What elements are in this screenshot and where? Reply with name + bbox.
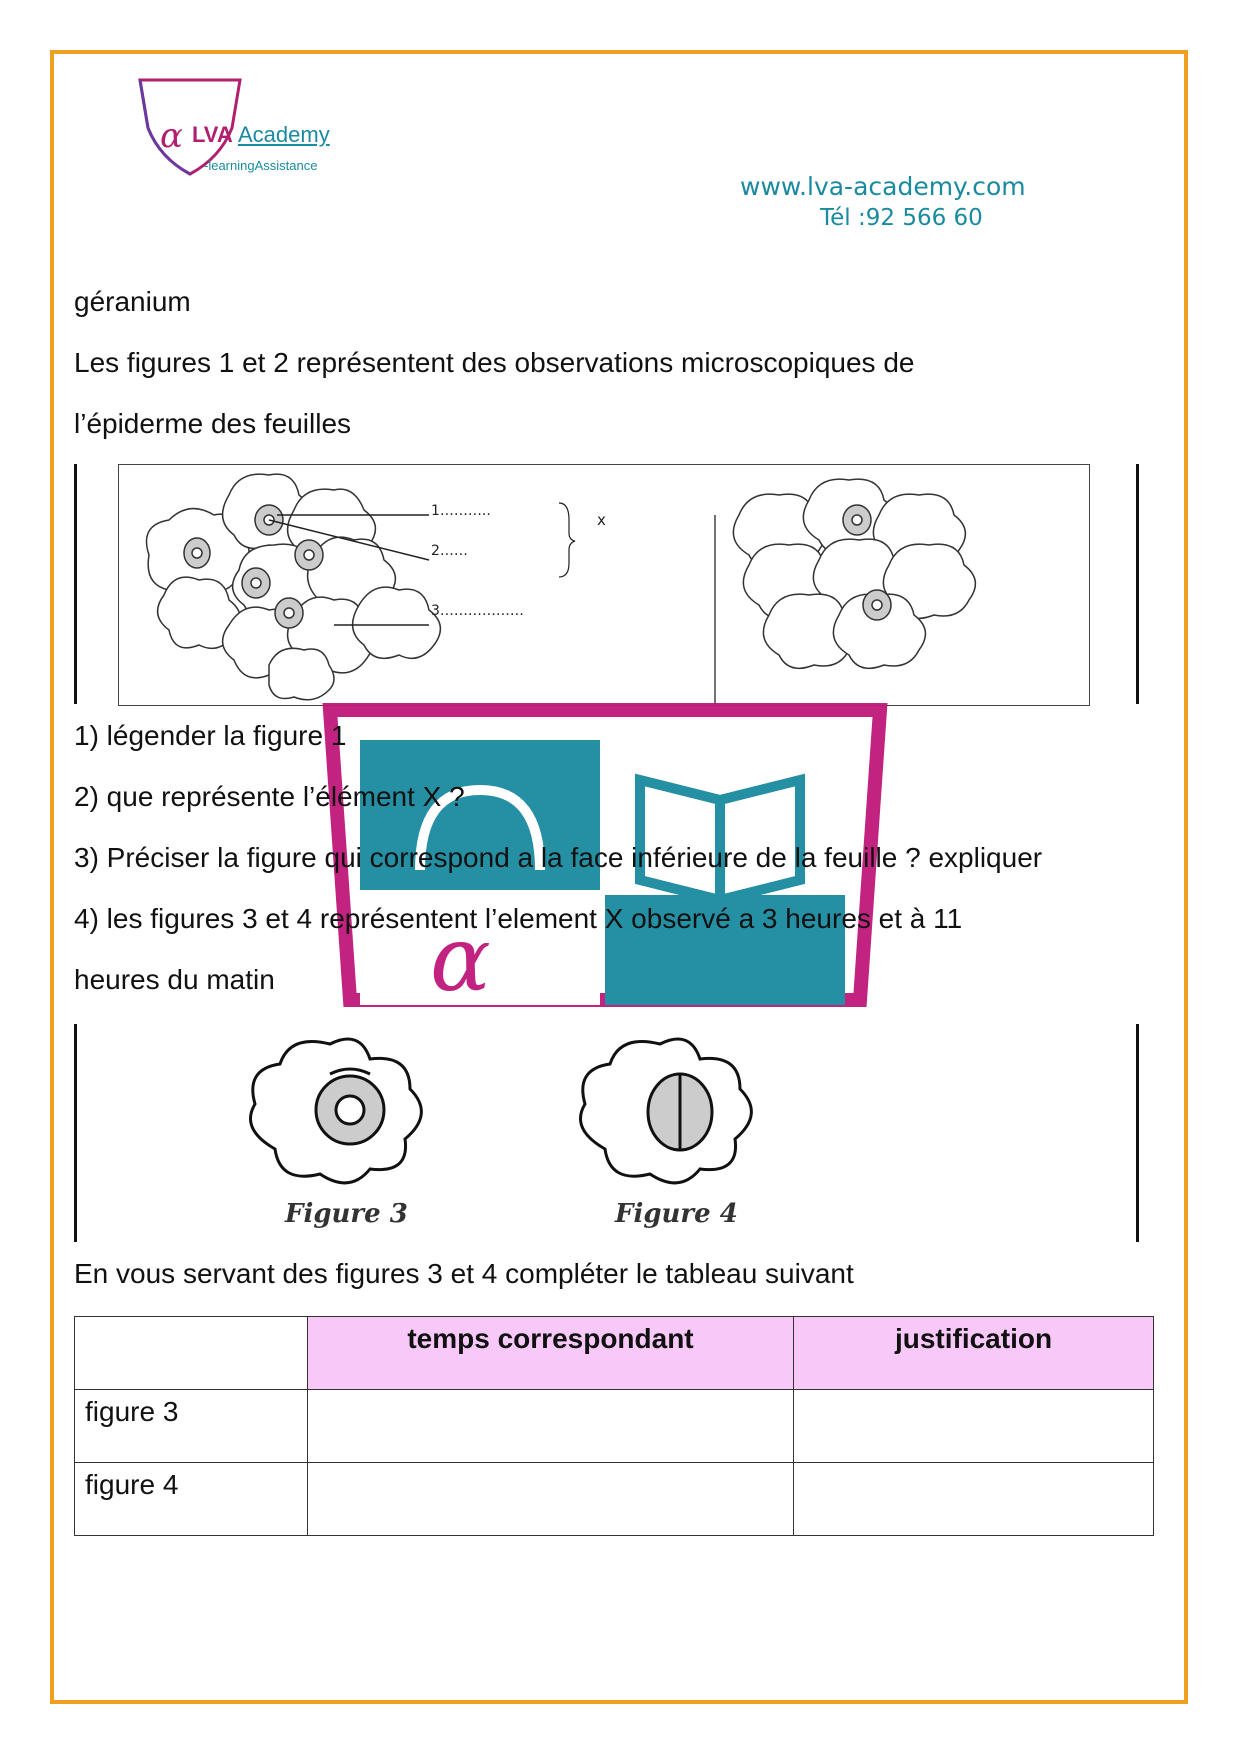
intro-line-2: Les figures 1 et 2 représentent des obse… bbox=[74, 347, 915, 378]
phone-number: Tél :92 566 60 bbox=[820, 205, 983, 231]
answer-cell-time[interactable] bbox=[307, 1462, 794, 1536]
table-instruction: En vous servant des figures 3 et 4 compl… bbox=[74, 1258, 854, 1289]
label-x: x bbox=[597, 511, 606, 529]
question-1: 1) légender la figure 1 bbox=[74, 720, 347, 751]
table-row: figure 3 bbox=[74, 1389, 1154, 1463]
lva-watermark: α bbox=[320, 700, 890, 1030]
figure-4-label: Figure 4 bbox=[614, 1199, 738, 1229]
right-border-bar-2 bbox=[1136, 1024, 1139, 1242]
table-header-empty bbox=[74, 1316, 308, 1390]
book-icon bbox=[635, 773, 805, 906]
table-row-label: figure 3 bbox=[74, 1389, 308, 1463]
label-1: 1……….. bbox=[431, 503, 491, 519]
answer-table: temps correspondant justification figure… bbox=[74, 1316, 1154, 1536]
lva-logo: α LVA Academy -learningAssistance bbox=[130, 78, 370, 178]
table-header-row: temps correspondant justification bbox=[74, 1316, 1154, 1390]
label-2: 2…… bbox=[431, 543, 468, 559]
stomata-figures: Figure 3 Figure 4 bbox=[249, 1037, 753, 1229]
question-4b: heures du matin bbox=[74, 964, 275, 995]
stomata-figure-2 bbox=[842, 504, 892, 621]
watermark-shield-icon: α bbox=[322, 703, 888, 1012]
legend-brace bbox=[558, 502, 576, 578]
right-border-bar bbox=[1136, 464, 1139, 704]
figure-3-label: Figure 3 bbox=[284, 1199, 408, 1229]
figure-1-cells bbox=[145, 473, 442, 701]
question-2: 2) que représente l’élément X ? bbox=[74, 781, 465, 812]
figure-4-drawing bbox=[579, 1037, 753, 1185]
logo-academy: Academy bbox=[238, 122, 330, 147]
epidermis-figures: 1……….. 2…… 3……………… x bbox=[145, 473, 977, 705]
answer-cell-justification[interactable] bbox=[793, 1462, 1154, 1536]
legend-pointers bbox=[268, 514, 430, 626]
figures-3-4-panel: Figure 3 Figure 4 bbox=[220, 1024, 860, 1242]
left-border-bar bbox=[74, 464, 77, 704]
table-row-label: figure 4 bbox=[74, 1462, 308, 1536]
website-url[interactable]: www.lva-academy.com bbox=[740, 172, 1026, 201]
page-frame bbox=[50, 50, 1188, 1704]
figure-3-drawing bbox=[249, 1037, 423, 1185]
answer-cell-time[interactable] bbox=[307, 1389, 794, 1463]
question-3: 3) Préciser la figure qui correspond a l… bbox=[74, 842, 1043, 873]
logo-alpha: α bbox=[160, 116, 183, 156]
label-3: 3……………… bbox=[431, 603, 524, 619]
headset-icon bbox=[415, 784, 545, 871]
logo-subtitle: -learningAssistance bbox=[204, 158, 318, 173]
figure-1-2-panel: 1……….. 2…… 3……………… x bbox=[118, 464, 1090, 706]
table-header-time: temps correspondant bbox=[307, 1316, 794, 1390]
answer-cell-justification[interactable] bbox=[793, 1389, 1154, 1463]
question-4a: 4) les figures 3 et 4 représentent l’ele… bbox=[74, 903, 963, 934]
watermark-alpha: α bbox=[430, 907, 491, 1012]
intro-line-3: l’épiderme des feuilles bbox=[74, 408, 352, 439]
table-header-justification: justification bbox=[793, 1316, 1154, 1390]
left-border-bar-2 bbox=[74, 1024, 77, 1242]
logo-lva: LVA bbox=[192, 122, 233, 147]
shield-logo-icon bbox=[138, 78, 242, 176]
table-row: figure 4 bbox=[74, 1462, 1154, 1536]
intro-line-1: géranium bbox=[74, 286, 191, 317]
